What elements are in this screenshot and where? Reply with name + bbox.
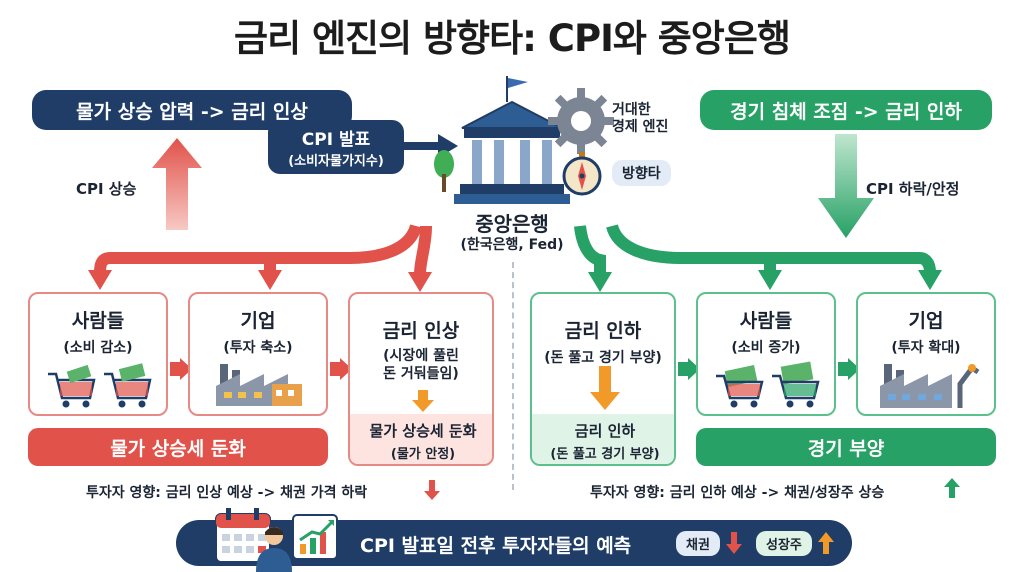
central-bank-sub: (한국은행, Fed) [460,237,564,253]
calendar-icon [215,508,271,563]
bond-tag: 채권 [676,531,720,556]
arrow-people-to-business-right [838,358,860,380]
people-title-left: 사람들 [71,310,125,332]
rate-cut-sub: (돈 풀고 경기 부양) [544,350,662,366]
growth-chart-icon [292,514,338,560]
business-title-left: 기업 [240,310,276,332]
factory-icon [216,364,302,406]
rate-hike-pressure-banner: 물가 상승 압력 -> 금리 인상 [32,90,352,130]
inflation-slowdown-banner: 물가 상승세 둔화 [28,428,328,466]
rate-hike-result-box: 물가 상승세 둔화 (물가 안정) [350,414,492,464]
rudder-tag: 방향타 [612,160,671,186]
cut-flow-arrows [574,223,942,292]
engine-label-text: 거대한 경제 엔진 [612,102,669,135]
cpi-up-label: CPI 상승 [76,180,137,198]
central-bank-icon [454,76,570,204]
gear-icon [548,88,614,154]
growth-stock-up-icon [818,532,834,554]
shopping-cart-full-icon [716,361,820,408]
growth-up-arrow-icon [944,478,960,498]
people-card-left: 사람들 (소비 감소) [28,292,168,416]
business-sub-right: (투자 확대) [891,340,961,356]
economic-boost-text: 경기 부양 [807,437,885,460]
central-bank-label: 중앙은행 [475,212,549,236]
cpi-down-arrow [818,134,874,238]
business-card-right: 기업 (투자 확대) [856,292,996,416]
rate-hike-pressure-text: 물가 상승 압력 -> 금리 인상 [76,100,308,123]
people-card-right: 사람들 (소비 증가) [696,292,836,416]
bond-down-arrow-icon [424,480,440,500]
hike-flow-arrows [88,223,432,292]
tree-icon [434,150,454,192]
arrow-cut-to-people [678,358,700,380]
center-divider [512,262,514,490]
rate-cut-banner-text: 경기 침체 조짐 -> 금리 인하 [730,100,962,123]
cpi-up-arrow [152,138,202,230]
rate-hike-card: 금리 인상 (시장에 풀린 돈 거둬들임) 물가 상승세 둔화 (물가 안정) [348,292,494,466]
cpi-release-box: CPI 발표 (소비자물가지수) [268,120,404,174]
shopping-cart-icon [48,363,152,408]
rate-cut-result: 금리 인하 [574,422,636,440]
cpi-release-label: CPI 발표 [301,130,371,150]
page-title: 금리 엔진의 방향타: CPI와 중앙은행 [234,17,791,60]
people-title-right: 사람들 [739,310,793,332]
down-arrow-orange [412,390,434,412]
investor-person-icon [256,527,292,572]
economic-boost-banner: 경기 부양 [696,428,996,466]
engine-label: 거대한 경제 엔진 [612,102,668,136]
inflation-slowdown-text: 물가 상승세 둔화 [110,437,246,460]
rate-cut-banner: 경기 침체 조짐 -> 금리 인하 [700,90,992,130]
right-investor-text: 투자자 영향: 금리 인하 예상 -> 채권/성장주 상승 [590,485,885,501]
rate-hike-result: 물가 상승세 둔화 [369,422,477,440]
business-sub-left: (투자 축소) [223,340,293,356]
business-card-left: 기업 (투자 축소) [188,292,328,416]
down-arrow-orange-right [590,366,620,410]
compass-icon [562,152,602,196]
bottom-banner-text: CPI 발표일 전후 투자자들의 예측 [360,535,632,557]
people-sub-left: (소비 감소) [63,340,133,356]
rate-cut-card: 금리 인하 (돈 풀고 경기 부양) 금리 인하 (돈 풀고 경기 부양) [530,292,676,466]
rate-cut-result-sub: (돈 풀고 경기 부양) [550,447,660,462]
bond-down-icon [726,532,742,554]
cpi-release-sub: (소비자물가지수) [288,154,384,169]
rate-hike-result-sub: (물가 안정) [390,447,456,462]
cpi-down-label: CPI 하락/안정 [866,180,960,198]
left-investor-text: 투자자 영향: 금리 인상 예상 -> 채권 가격 하락 [86,485,368,501]
rate-cut-result-box: 금리 인하 (돈 풀고 경기 부양) [532,414,674,464]
growth-stock-tag: 성장주 [756,531,812,556]
left-investor-impact: 투자자 영향: 금리 인상 예상 -> 채권 가격 하락 [86,482,367,502]
arrow-people-to-business [170,358,192,380]
people-sub-right: (소비 증가) [731,340,801,356]
rate-cut-title: 금리 인하 [564,320,642,342]
business-title-right: 기업 [908,310,944,332]
right-investor-impact: 투자자 영향: 금리 인하 예상 -> 채권/성장주 상승 [590,482,884,502]
rate-hike-sub: (시장에 풀린 돈 거둬들임) [383,348,459,382]
rate-hike-title: 금리 인상 [382,320,460,342]
factory-robot-icon [880,364,980,408]
arrow-business-to-hike [330,358,352,380]
